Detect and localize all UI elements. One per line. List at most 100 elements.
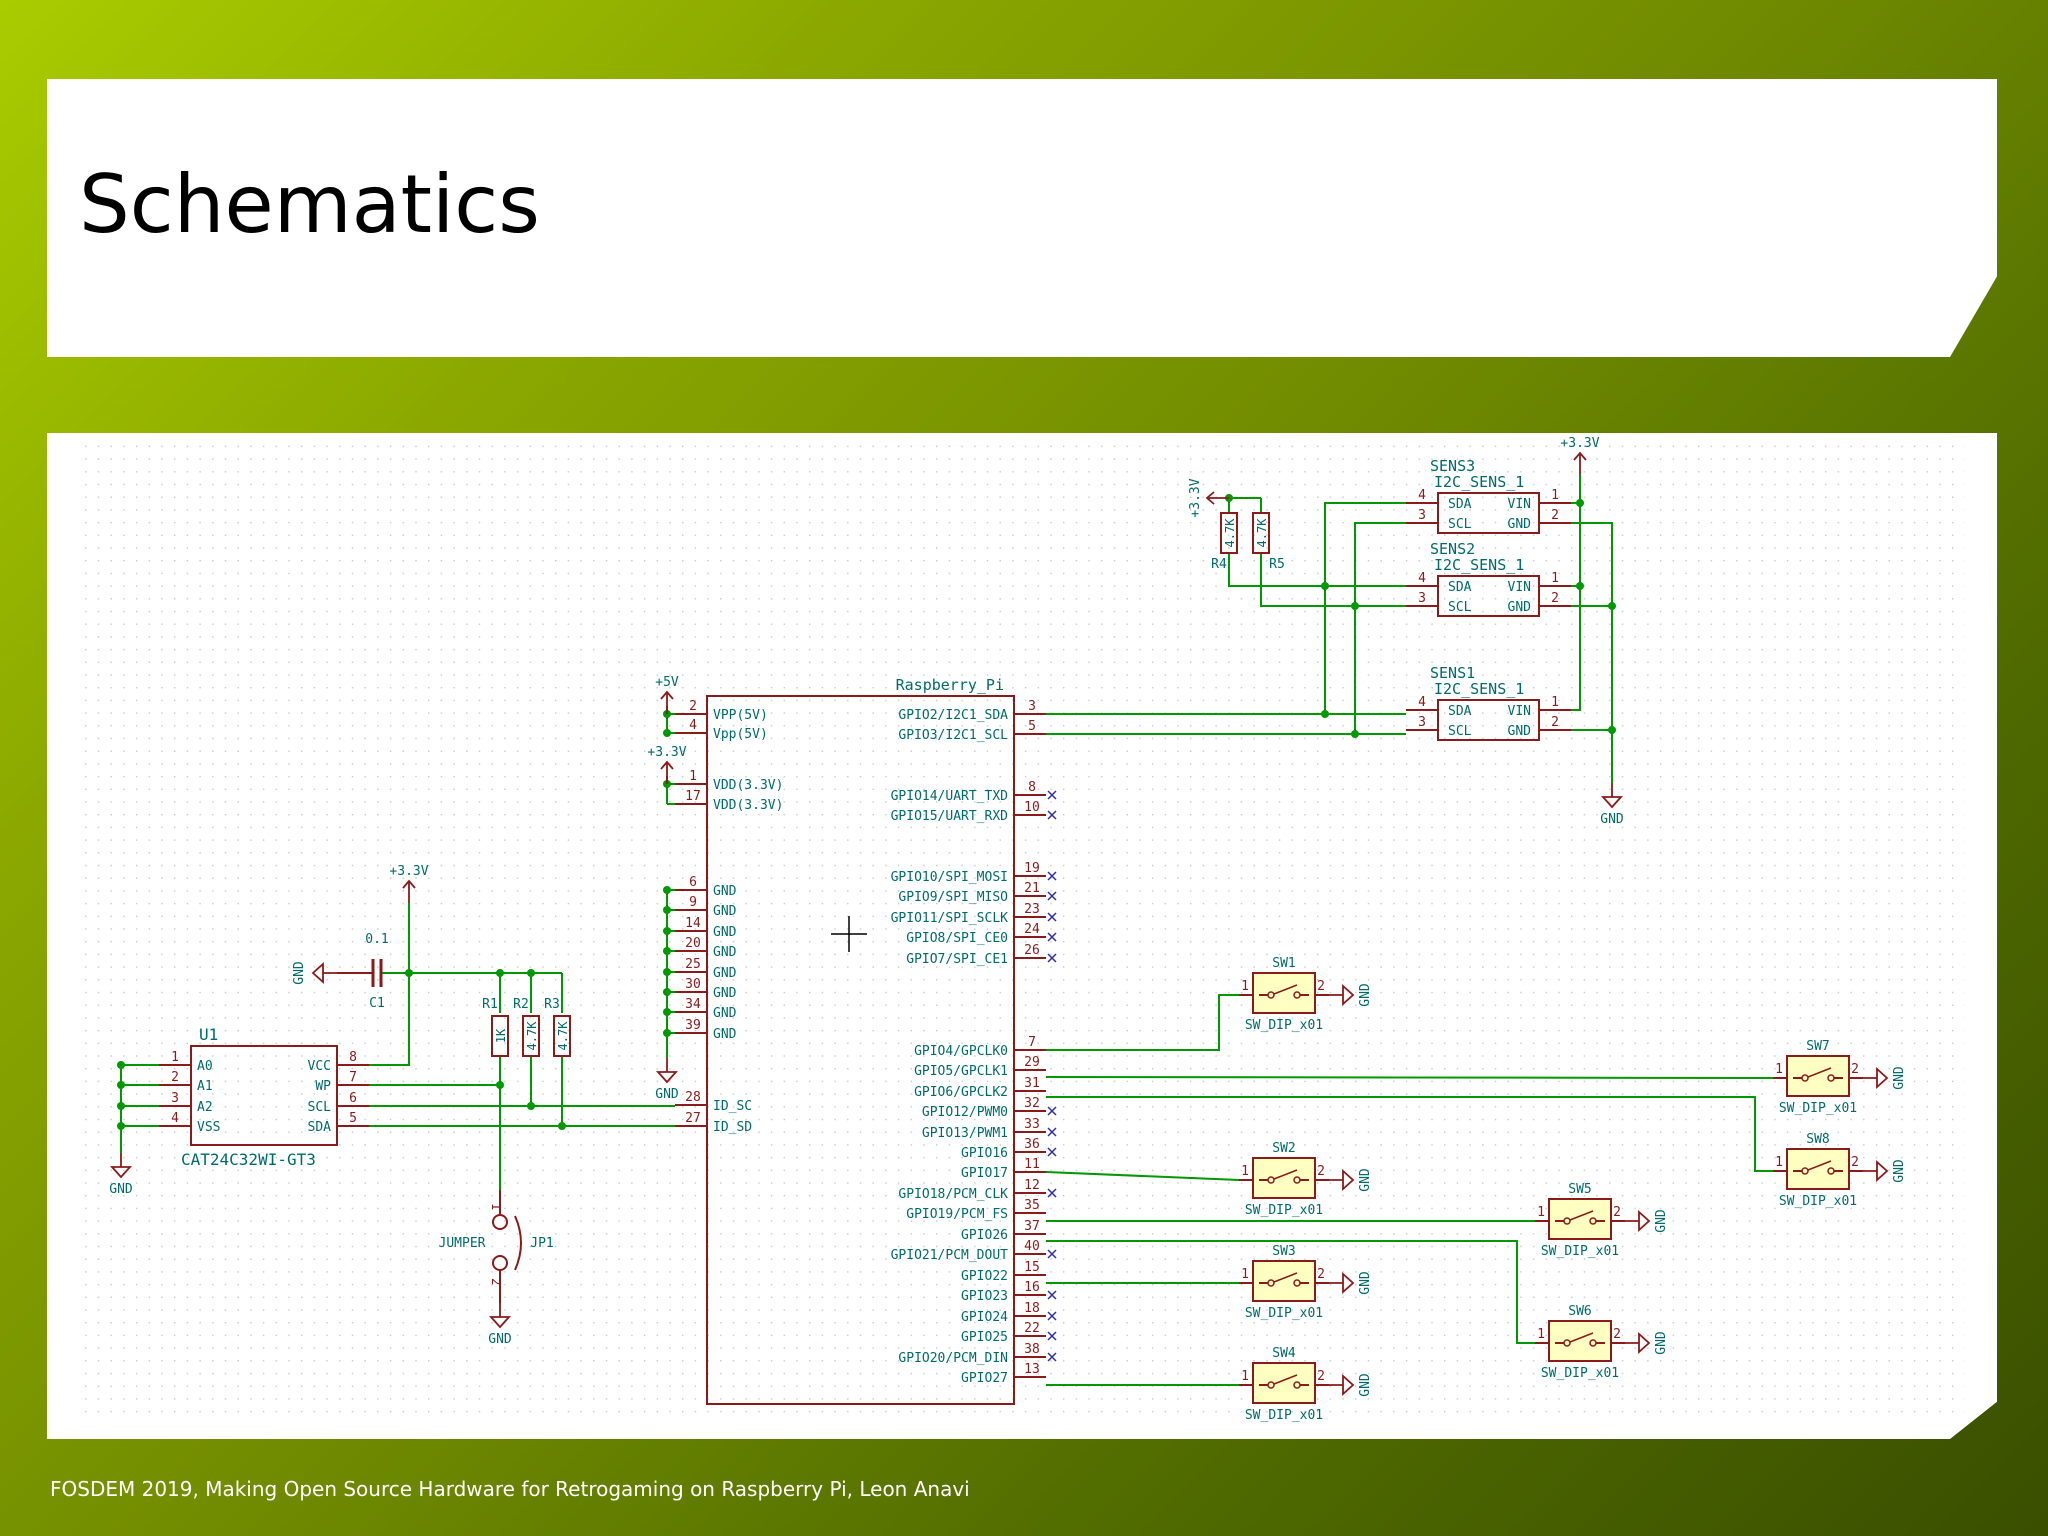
rpi-pin-name: GND xyxy=(713,966,737,981)
resistor-ref: R1 xyxy=(482,997,498,1012)
switch-ref: SW2 xyxy=(1272,1141,1295,1156)
rpi-pin-name: GND xyxy=(713,1027,737,1042)
rpi-pin-name: GPIO5/GPCLK1 xyxy=(914,1064,1008,1079)
no-connect-mark xyxy=(1048,1189,1056,1197)
wire xyxy=(1261,553,1355,606)
eeprom-body xyxy=(191,1046,337,1145)
gnd-symbol xyxy=(658,1058,676,1082)
gnd-label: GND xyxy=(1654,1331,1669,1355)
rpi-pin-number: 11 xyxy=(1024,1157,1040,1172)
rpi-pin-number: 37 xyxy=(1024,1219,1040,1234)
no-connect-mark xyxy=(1048,1250,1056,1258)
resistor-ref: R4 xyxy=(1211,557,1227,572)
sensor-part: I2C_SENS_1 xyxy=(1434,473,1524,491)
rpi-pin-name: VPP(5V) xyxy=(713,708,768,723)
jumper-arc xyxy=(515,1216,521,1270)
junction-dot xyxy=(663,947,671,955)
switch-lever xyxy=(1274,1273,1297,1282)
no-connect-mark xyxy=(1048,1107,1056,1115)
switch-body xyxy=(1787,1056,1849,1096)
sensor-pin-number: 4 xyxy=(1418,571,1426,586)
no-connect-mark xyxy=(1048,1353,1056,1361)
gnd-label: GND xyxy=(1892,1159,1907,1183)
sensor-body xyxy=(1438,493,1539,533)
sensor-pin-number: 3 xyxy=(1418,715,1426,730)
resistor-body xyxy=(1221,513,1237,553)
wire xyxy=(1046,995,1239,1050)
sensor-pin-number: 4 xyxy=(1418,488,1426,503)
switch-pin-number: 1 xyxy=(1241,1369,1249,1384)
sensor-ref: SENS1 xyxy=(1430,664,1475,682)
eeprom-pin-name: A1 xyxy=(197,1079,213,1094)
no-connect-mark xyxy=(1048,913,1056,921)
rpi-pin-number: 32 xyxy=(1024,1096,1040,1111)
rpi-pin-name: ID_SC xyxy=(713,1099,752,1114)
junction-dot xyxy=(663,988,671,996)
rpi-pin-name: GPIO3/I2C1_SCL xyxy=(898,728,1008,743)
gnd-label: GND xyxy=(1654,1209,1669,1233)
eeprom-pin-name: A0 xyxy=(197,1059,213,1074)
eeprom-pin-number: 3 xyxy=(171,1091,179,1106)
junction-dot xyxy=(1608,726,1616,734)
wire xyxy=(1571,523,1612,783)
junction-dot xyxy=(663,968,671,976)
sensor-pin-name: SCL xyxy=(1448,517,1472,532)
gnd-symbol xyxy=(1625,1212,1649,1230)
rpi-pin-number: 26 xyxy=(1024,943,1040,958)
rpi-pin-name: GPIO20/PCM_DIN xyxy=(898,1351,1008,1366)
rpi-pin-name: GND xyxy=(713,904,737,919)
junction-dot xyxy=(663,906,671,914)
rpi-pin-number: 8 xyxy=(1028,780,1036,795)
switch-pin-number: 2 xyxy=(1851,1155,1859,1170)
resistor-ref: R5 xyxy=(1269,557,1285,572)
switch-body xyxy=(1253,973,1315,1013)
switch-body xyxy=(1253,1363,1315,1403)
jumper-ref: JP1 xyxy=(530,1236,553,1251)
wire xyxy=(369,973,409,1065)
rpi-pin-number: 14 xyxy=(685,916,701,931)
switch-ref: SW6 xyxy=(1568,1304,1591,1319)
switch-part: SW_DIP_x01 xyxy=(1779,1194,1857,1209)
rpi-pin-name: GPIO6/GPCLK2 xyxy=(914,1085,1008,1100)
wire xyxy=(1229,553,1325,586)
rpi-pin-name: GPIO7/SPI_CE1 xyxy=(906,952,1008,967)
rpi-pin-name: GPIO23 xyxy=(961,1289,1008,1304)
switch-pin-number: 2 xyxy=(1613,1205,1621,1220)
rpi-pin-name: ID_SD xyxy=(713,1120,752,1135)
rpi-pin-name: GPIO2/I2C1_SDA xyxy=(898,708,1008,723)
rpi-pin-name: GPIO24 xyxy=(961,1310,1008,1325)
switch-lever xyxy=(1274,1170,1297,1179)
eeprom-pin-name: VSS xyxy=(197,1120,220,1135)
resistor-value: 4.7K xyxy=(1255,518,1269,548)
eeprom-ref: U1 xyxy=(199,1025,218,1044)
switch-part: SW_DIP_x01 xyxy=(1779,1101,1857,1116)
rpi-pin-name: GND xyxy=(713,884,737,899)
sensor-part: I2C_SENS_1 xyxy=(1434,556,1524,574)
sensor-part: I2C_SENS_1 xyxy=(1434,680,1524,698)
switch-pin-number: 1 xyxy=(1775,1155,1783,1170)
rpi-pin-name: GND xyxy=(713,986,737,1001)
rpi-pin-name: GPIO19/PCM_FS xyxy=(906,1207,1008,1222)
cursor-crosshair xyxy=(831,916,867,952)
no-connect-mark xyxy=(1048,1148,1056,1156)
gnd-label: GND xyxy=(655,1087,679,1102)
power-symbol xyxy=(661,762,673,784)
switch-pin-number: 1 xyxy=(1241,1267,1249,1282)
junction-dot xyxy=(117,1122,125,1130)
sensor-pin-number: 3 xyxy=(1418,591,1426,606)
rpi-pin-number: 22 xyxy=(1024,1321,1040,1336)
switch-part: SW_DIP_x01 xyxy=(1541,1366,1619,1381)
no-connect-mark xyxy=(1048,1332,1056,1340)
rpi-pin-number: 7 xyxy=(1028,1035,1036,1050)
rpi-pin-number: 29 xyxy=(1024,1055,1040,1070)
sensor-pin-name: SCL xyxy=(1448,724,1472,739)
rpi-pin-name: GPIO16 xyxy=(961,1146,1008,1161)
sensor-pin-name: SDA xyxy=(1448,704,1472,719)
no-connect-mark xyxy=(1048,1128,1056,1136)
junction-dot xyxy=(1576,582,1584,590)
rpi-pin-number: 40 xyxy=(1024,1239,1040,1254)
no-connect-mark xyxy=(1048,872,1056,880)
sensor-ref: SENS2 xyxy=(1430,540,1475,558)
gnd-label: GND xyxy=(1358,1168,1373,1192)
rpi-pin-number: 34 xyxy=(685,997,701,1012)
